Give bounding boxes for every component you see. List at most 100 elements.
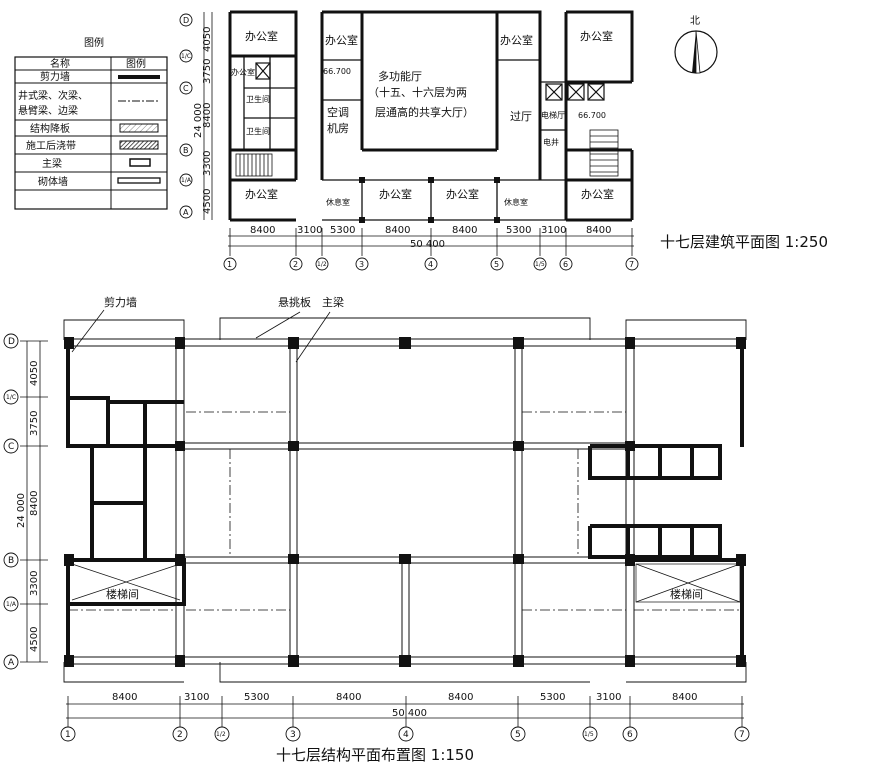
room-wc-1: 卫生间 bbox=[246, 94, 270, 104]
bot-axis-5: 5 bbox=[515, 730, 521, 740]
label-main-beam: 主梁 bbox=[322, 295, 344, 309]
room-lounge-1: 休息室 bbox=[326, 197, 350, 207]
legend-title: 图例 bbox=[84, 36, 104, 49]
north-arrow-icon bbox=[692, 31, 696, 73]
top-axis-1C: 1/C bbox=[181, 53, 191, 60]
room-ac-1: 空调 bbox=[327, 105, 349, 119]
top-dim-total: 50 400 bbox=[410, 239, 445, 250]
bot-dim-x-5: 8400 bbox=[448, 692, 473, 703]
room-office-sw: 办公室 bbox=[245, 187, 278, 201]
legend-slab-drop: 结构降板 bbox=[30, 122, 70, 135]
bot-dim-x-1: 8400 bbox=[112, 692, 137, 703]
north-arrow: 北 bbox=[674, 15, 718, 74]
bot-axis-1A: 1/A bbox=[6, 601, 17, 608]
top-dim-x-1: 8400 bbox=[250, 225, 275, 236]
structural-plan-axes: 1 2 1/2 3 4 5 1/5 6 7 D 1/C C B 1/A A bbox=[3, 333, 750, 742]
top-dim-x-5: 8400 bbox=[452, 225, 477, 236]
legend-beam-line1: 井式梁、次梁、 bbox=[18, 89, 88, 102]
symbol-slab-drop bbox=[119, 123, 159, 133]
legend-header-symbol: 图例 bbox=[126, 57, 146, 70]
top-axis-2: 2 bbox=[293, 260, 298, 269]
architectural-plan-labels: 办公室 办公室 办公室 办公室 办公室 66.700 多功能厅 （十五、十六层为… bbox=[231, 29, 614, 207]
legend: 图例 名称 图例 剪力墙 井式梁、次梁、 悬臂梁、边梁 结构降板 施工后浇带 主… bbox=[14, 36, 168, 210]
label-stair-east: 楼梯间 bbox=[670, 587, 703, 601]
label-stair-west: 楼梯间 bbox=[106, 587, 139, 601]
bot-dim-total: 50 400 bbox=[392, 708, 427, 719]
room-multipurpose-3: 层通高的共享大厅） bbox=[375, 105, 474, 119]
architectural-plan bbox=[228, 10, 634, 223]
room-office-s4: 办公室 bbox=[446, 187, 479, 201]
bot-axis-3: 3 bbox=[290, 730, 296, 740]
top-axis-5: 5 bbox=[494, 260, 499, 269]
top-axis-7: 7 bbox=[629, 260, 634, 269]
room-multipurpose-1: 多功能厅 bbox=[378, 69, 422, 83]
structural-plan-labels: 剪力墙 悬挑板 主梁 楼梯间 楼梯间 bbox=[104, 295, 703, 601]
bot-axis-1-5: 1/5 bbox=[584, 731, 594, 738]
bot-axis-1C: 1/C bbox=[6, 394, 16, 401]
structural-plan-dimensions bbox=[20, 340, 744, 728]
bot-dim-x-3: 5300 bbox=[244, 692, 269, 703]
room-office-ne: 办公室 bbox=[580, 29, 613, 43]
bot-dim-y-2: 3750 bbox=[29, 411, 40, 436]
top-axis-4: 4 bbox=[428, 260, 433, 269]
top-axis-D: D bbox=[183, 16, 189, 25]
room-office-n5: 办公室 bbox=[500, 33, 533, 47]
legend-masonry: 砌体墙 bbox=[38, 175, 68, 188]
top-dim-x-6: 5300 bbox=[506, 225, 531, 236]
bot-dim-y-total: 24 000 bbox=[16, 493, 27, 528]
elevation-mark-a: 66.700 bbox=[323, 67, 351, 76]
top-axis-C: C bbox=[183, 84, 189, 93]
bot-dim-x-7: 3100 bbox=[596, 692, 621, 703]
top-dim-y-2: 3750 bbox=[202, 59, 213, 84]
symbol-post-pour bbox=[119, 140, 159, 150]
room-office-n2: 办公室 bbox=[325, 33, 358, 47]
top-axis-1A: 1/A bbox=[181, 177, 192, 184]
architectural-plan-title: 十七层建筑平面图 1:250 bbox=[660, 233, 828, 251]
bot-axis-6: 6 bbox=[627, 730, 633, 740]
legend-beam-line2: 悬臂梁、边梁 bbox=[18, 104, 78, 117]
room-office-small: 办公室 bbox=[231, 67, 255, 77]
structural-plan-dim-text: 8400 3100 5300 8400 8400 5300 3100 8400 … bbox=[16, 361, 697, 719]
top-axis-3: 3 bbox=[359, 260, 364, 269]
label-shear-wall: 剪力墙 bbox=[104, 295, 137, 309]
architectural-plan-axes: 1 2 1/2 3 4 5 1/5 6 7 D 1/C C B 1/A A bbox=[179, 13, 639, 271]
bot-axis-D: D bbox=[8, 337, 15, 347]
label-cantilever-slab: 悬挑板 bbox=[278, 295, 311, 309]
bot-axis-7: 7 bbox=[739, 730, 745, 740]
top-dim-y-total: 24 000 bbox=[193, 103, 204, 138]
symbol-main-beam bbox=[129, 158, 151, 167]
top-axis-1-2: 1/2 bbox=[317, 261, 327, 268]
legend-post-pour: 施工后浇带 bbox=[26, 139, 76, 152]
room-multipurpose-2: （十五、十六层为两 bbox=[368, 85, 467, 99]
bot-axis-4: 4 bbox=[403, 730, 409, 740]
legend-shear-wall: 剪力墙 bbox=[40, 70, 70, 83]
bot-dim-x-2: 3100 bbox=[184, 692, 209, 703]
bot-axis-B: B bbox=[8, 556, 14, 566]
top-axis-B: B bbox=[183, 146, 189, 155]
room-pipe-shaft: 电井 bbox=[543, 137, 559, 147]
room-wc-2: 卫生间 bbox=[246, 126, 270, 136]
bot-axis-1-2: 1/2 bbox=[216, 731, 226, 738]
top-axis-6: 6 bbox=[563, 260, 568, 269]
elevation-mark-b: 66.700 bbox=[578, 111, 606, 120]
structural-plan bbox=[63, 309, 747, 683]
bot-dim-x-6: 5300 bbox=[540, 692, 565, 703]
legend-header-name: 名称 bbox=[50, 57, 70, 70]
room-elevator-hall: 电梯厅 bbox=[541, 110, 565, 120]
top-dim-y-1: 4050 bbox=[202, 27, 213, 52]
symbol-masonry bbox=[117, 177, 161, 184]
top-dim-y-3: 8400 bbox=[202, 103, 213, 128]
top-axis-A: A bbox=[183, 208, 189, 217]
bot-dim-y-3: 8400 bbox=[29, 491, 40, 516]
bot-dim-y-1: 4050 bbox=[29, 361, 40, 386]
bot-axis-2: 2 bbox=[177, 730, 183, 740]
top-dim-y-4: 3300 bbox=[202, 151, 213, 176]
architectural-plan-dim-text: 8400 3100 5300 8400 8400 5300 3100 8400 … bbox=[193, 27, 611, 250]
bot-axis-1: 1 bbox=[65, 730, 71, 740]
top-dim-x-2: 3100 bbox=[297, 225, 322, 236]
top-dim-x-4: 8400 bbox=[385, 225, 410, 236]
room-office-se: 办公室 bbox=[581, 187, 614, 201]
structural-plan-title: 十七层结构平面布置图 1:150 bbox=[276, 746, 474, 764]
architectural-plan-dimensions bbox=[203, 12, 634, 256]
